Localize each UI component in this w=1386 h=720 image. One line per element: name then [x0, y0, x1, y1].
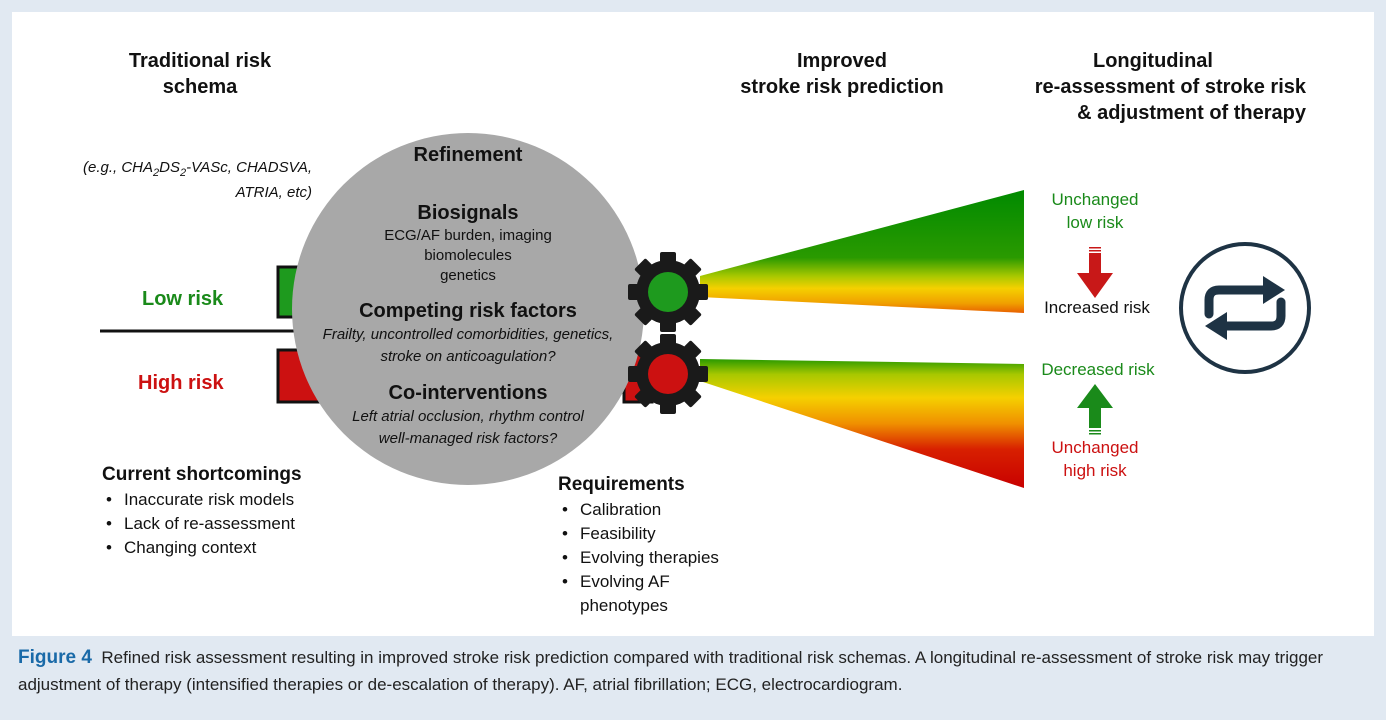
gear-icon [628, 334, 708, 414]
high-risk-label: High risk [138, 372, 224, 394]
competing-title: Competing risk factors [359, 300, 577, 322]
increased-risk-label: Increased risk [1044, 298, 1150, 317]
longitudinal-heading: Longitudinal re-assessment of stroke ris… [1034, 50, 1306, 124]
shortcomings-block: Current shortcomings Inaccurate risk mod… [102, 462, 352, 560]
requirement-item-continuation: phenotypes [580, 596, 668, 615]
refresh-cycle-icon [1179, 242, 1311, 374]
improved-heading: Improved stroke risk prediction [740, 50, 944, 98]
high-risk-funnel [700, 359, 1024, 488]
unchanged-low-risk-label: Unchanged low risk [1051, 190, 1139, 232]
shortcoming-item: Lack of re-assessment [106, 512, 352, 536]
cointerventions-item: well-managed risk factors? [378, 430, 558, 447]
shortcomings-title: Current shortcomings [102, 464, 302, 485]
biosignals-block: Biosignals ECG/AF burden, imaging biomol… [308, 200, 628, 286]
figure-caption: Figure 4 Refined risk assessment resulti… [18, 644, 1373, 698]
refinement-title: Refinement [413, 144, 523, 166]
competing-item: Frailty, uncontrolled comorbidities, gen… [322, 326, 614, 343]
unchanged-high-risk-label: Unchanged high risk [1051, 438, 1139, 480]
refinement-circle [292, 133, 644, 485]
arrow-down-icon [1077, 247, 1113, 298]
requirement-item: Evolving therapies [562, 546, 808, 570]
requirement-item: Feasibility [562, 522, 808, 546]
gear-icon [628, 252, 708, 332]
decreased-risk-label: Decreased risk [1041, 360, 1155, 379]
caption-text: Refined risk assessment resulting in imp… [18, 648, 1324, 694]
traditional-heading: Traditional risk schema [128, 50, 272, 98]
risk-score-examples: (e.g., CHA2DS2-VASc, CHADSVA, ATRIA, etc… [83, 159, 312, 201]
biosignals-title: Biosignals [417, 202, 519, 224]
biosignals-item: ECG/AF burden, imaging [384, 227, 552, 244]
shortcoming-item: Changing context [106, 536, 352, 560]
requirements-block: Requirements Calibration Feasibility Evo… [558, 472, 808, 618]
competing-item: stroke on anticoagulation? [380, 348, 556, 365]
low-risk-label: Low risk [142, 288, 224, 310]
requirement-item: Calibration [562, 498, 808, 522]
shortcoming-item: Inaccurate risk models [106, 488, 352, 512]
competing-block: Competing risk factors Frailty, uncontro… [288, 298, 648, 368]
cointerventions-title: Co-interventions [388, 382, 548, 404]
requirement-item: Evolving AF [562, 570, 808, 594]
cointerventions-block: Co-interventions Left atrial occlusion, … [308, 380, 628, 450]
cointerventions-item: Left atrial occlusion, rhythm control [352, 408, 584, 425]
low-risk-funnel [700, 190, 1024, 313]
diagram-graphics [100, 133, 1311, 488]
figure-panel: Traditional risk schema Improved stroke … [12, 12, 1374, 636]
biosignals-item: biomolecules [424, 247, 512, 264]
requirements-title: Requirements [558, 474, 685, 495]
biosignals-item: genetics [440, 267, 496, 284]
arrow-up-icon [1077, 384, 1113, 435]
figure-label: Figure 4 [18, 647, 92, 668]
